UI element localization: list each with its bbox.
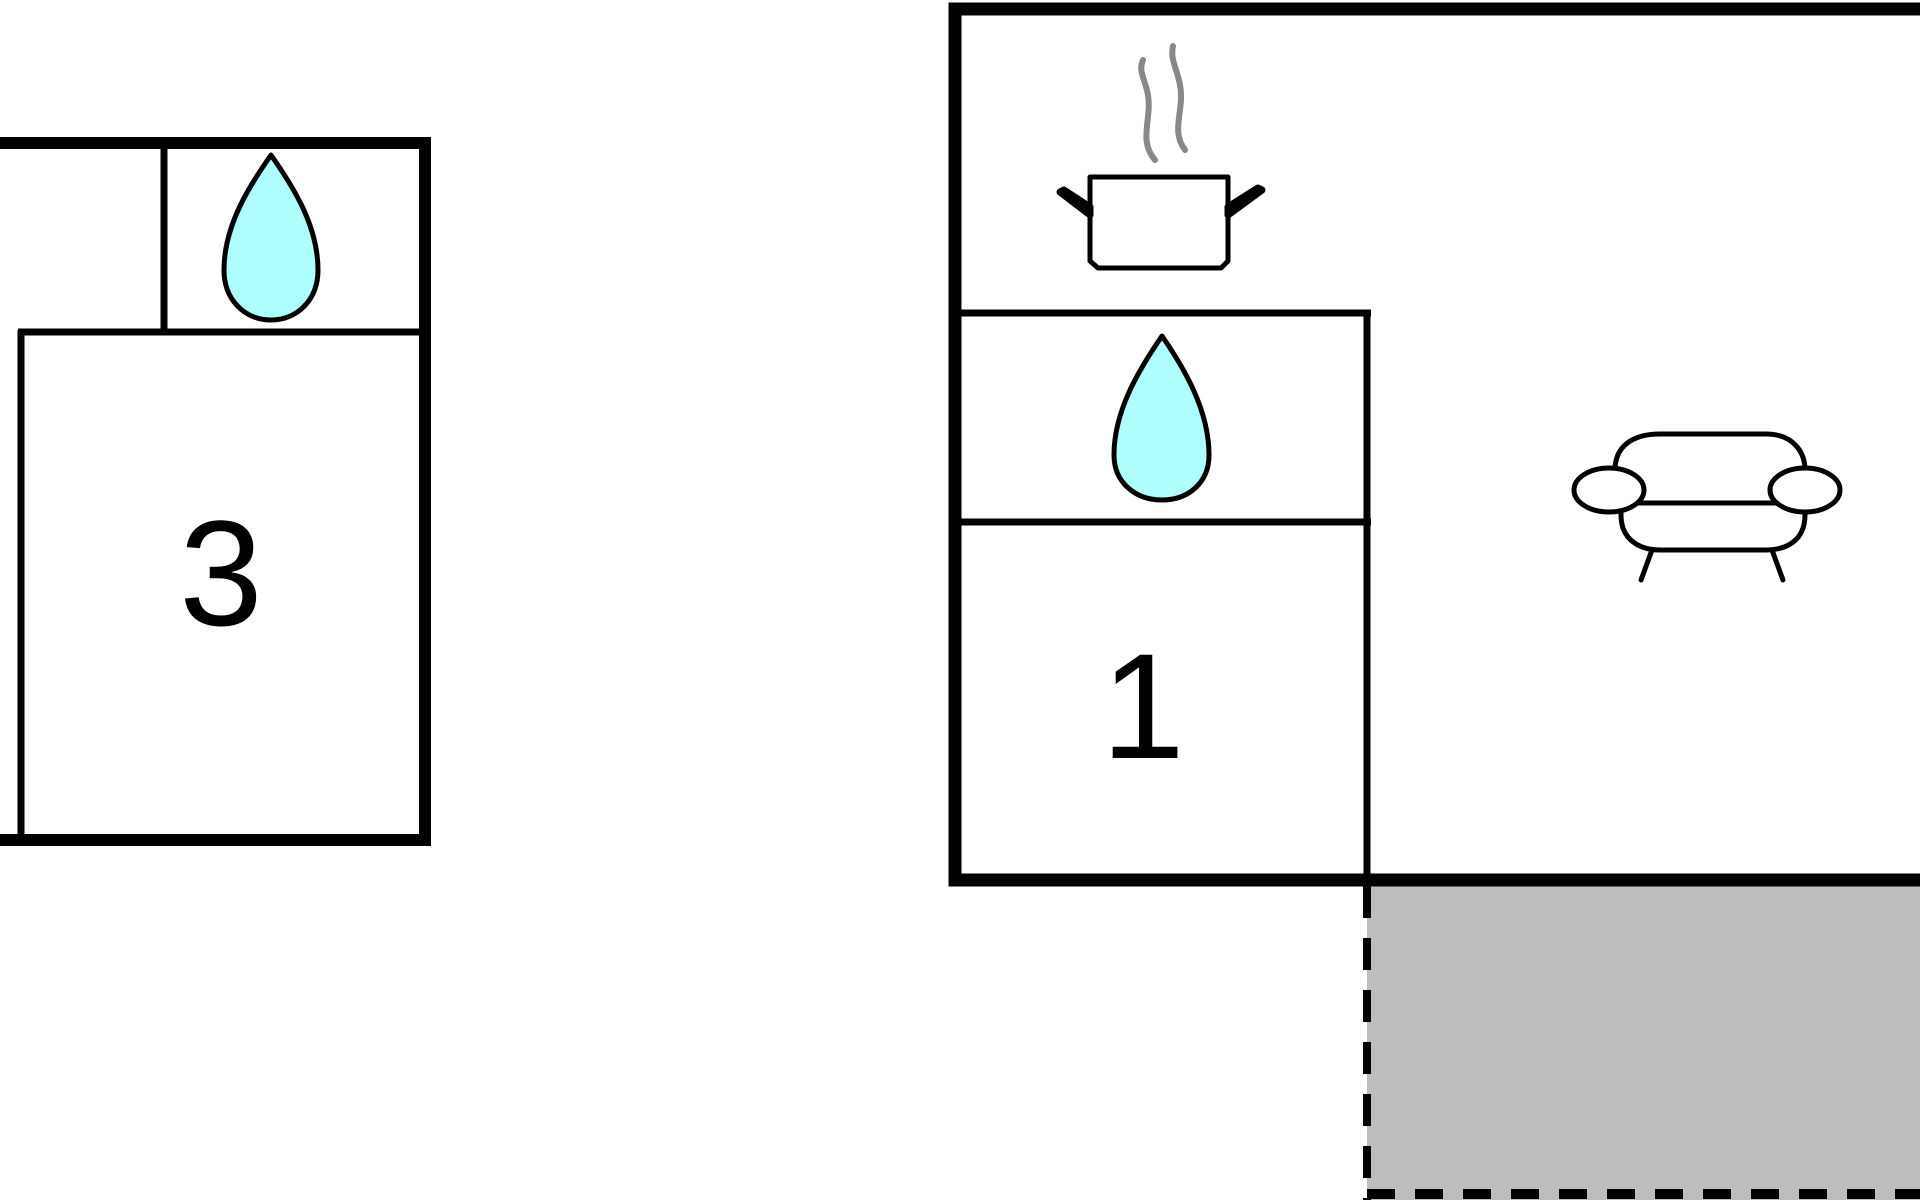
sofa-icon <box>1571 431 1843 583</box>
right-building: 1 <box>948 2 1920 1200</box>
water-drop-icon <box>221 152 321 323</box>
left-building: 3 <box>0 137 431 846</box>
room-number-1: 1 <box>1101 622 1184 790</box>
left-building-outer-wall <box>0 137 431 846</box>
water-drop-icon <box>1111 333 1212 503</box>
room-number-3: 3 <box>179 489 262 657</box>
cooking-pot-icon <box>1056 43 1266 271</box>
terrace-area <box>1367 886 1920 1200</box>
right-building-outer-wall <box>948 2 1920 887</box>
